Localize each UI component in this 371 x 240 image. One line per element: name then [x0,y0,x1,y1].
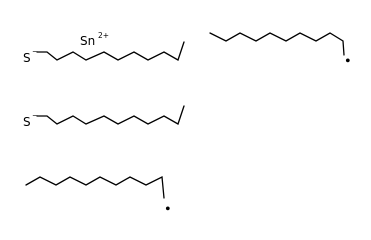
sulfur-symbol-1: S [23,51,31,65]
sulfur-symbol-2: S [23,115,31,129]
tin-symbol: Sn [80,34,95,48]
tin-ion: Sn 2+ [80,31,109,48]
octyl-backbone-1 [36,41,185,61]
structure-diagram: Sn 2+ S − • S − • [23,31,351,218]
tin-charge: 2+ [98,31,109,40]
octyl-backbone-2 [209,32,345,56]
radical-dot-2: • [165,201,171,218]
octyl-backbone-4 [25,175,165,199]
octyl-radical-1: • [209,32,351,70]
sulfur-charge-2: − [32,111,38,120]
octyl-backbone-3 [36,105,185,125]
radical-dot-1: • [345,53,351,70]
octyl-radical-2: • [25,175,171,218]
sulfur-charge-1: − [32,47,38,56]
thiolate-chain-1: S − [23,41,185,65]
thiolate-chain-2: S − [23,105,185,129]
